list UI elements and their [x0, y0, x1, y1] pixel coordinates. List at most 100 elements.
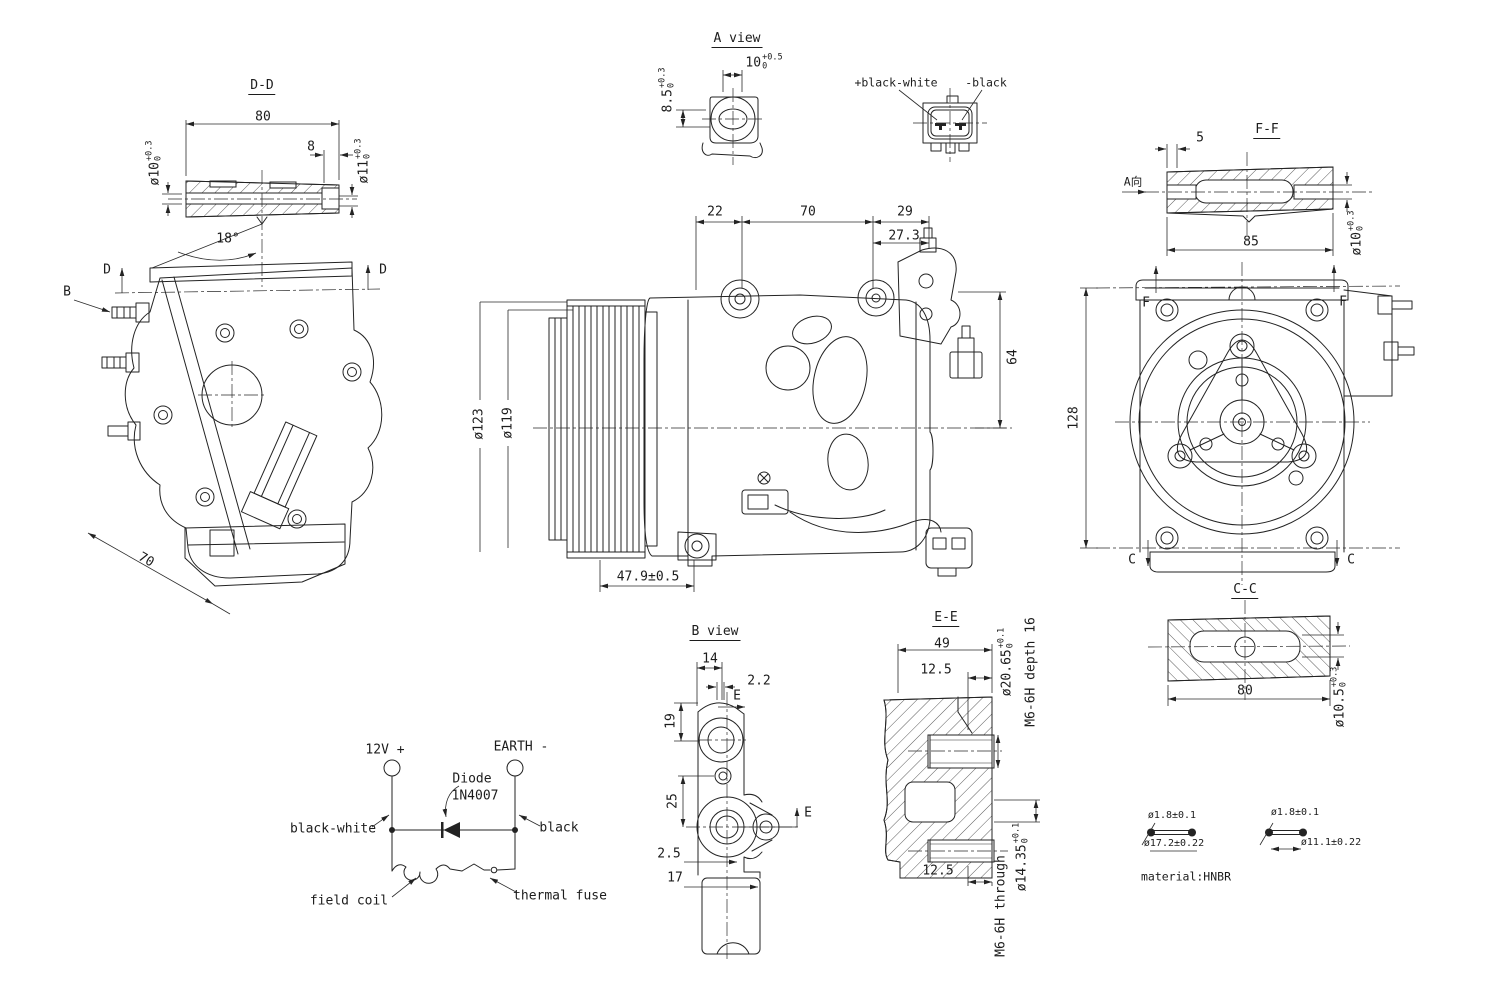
view-title-b: B view	[689, 624, 741, 641]
section-title-ee: E-E	[932, 610, 960, 627]
section-title-dd: D-D	[248, 78, 276, 95]
section-cc	[1147, 600, 1351, 706]
wiring-schematic	[371, 759, 541, 898]
view-arrow-f-left: F	[1142, 295, 1150, 311]
tol-sub: 0	[667, 82, 677, 88]
view-a	[676, 70, 764, 165]
oring1-inner-dia: ø17.2±0.22	[1143, 838, 1205, 849]
dim-bview-17: 17	[667, 870, 683, 886]
tol-sub: 0	[762, 62, 768, 72]
tol-base: ø10.5	[1332, 688, 1348, 728]
view-side	[479, 216, 1012, 592]
section-title-ff: F-F	[1253, 122, 1281, 139]
dim-ee-125-bottom: 12.5	[922, 863, 954, 879]
oring1-cross-section: ø1.8±0.1	[1147, 810, 1197, 821]
tol-base: 8.5	[660, 89, 676, 113]
oring-specs	[1141, 822, 1307, 852]
view-arrow-f-right: F	[1339, 294, 1347, 310]
connector-pin-negative-label: -black	[965, 75, 1007, 90]
dim-side-273: 27.3	[888, 228, 920, 244]
tol-base: ø14.35	[1014, 844, 1030, 892]
schematic-blackwhite-label: black-white	[289, 821, 377, 837]
dim-side-70: 70	[800, 204, 816, 220]
view-arrow-d-left: D	[103, 262, 111, 278]
dim-dd-8: 8	[307, 139, 315, 155]
dim-cc-80: 80	[1237, 683, 1253, 699]
tol-base: ø10	[147, 162, 163, 186]
dim-ee-m6-through: M6-6H through	[993, 855, 1009, 957]
tol-sub: 0	[1356, 225, 1366, 231]
schematic-12v-label: 12V +	[365, 742, 405, 758]
dim-front-128: 128	[1066, 406, 1082, 430]
dim-side-479: 47.9±0.5	[616, 569, 680, 585]
schematic-fieldcoil-label: field coil	[309, 893, 389, 909]
view-arrow-c-right: C	[1347, 552, 1355, 568]
material-note: material:HNBR	[1140, 869, 1232, 884]
dim-side-dia123: ø123	[471, 408, 487, 440]
dim-ff-5: 5	[1196, 130, 1204, 146]
schematic-diode-part-label: 1N4007	[451, 788, 499, 804]
view-title-a: A view	[711, 31, 763, 48]
connector-pin-positive-label: +black-white	[854, 75, 938, 90]
dim-bview-22: 2.2	[747, 673, 771, 689]
dim-bview-25b: 2.5	[657, 846, 681, 862]
tol-base: ø10	[1349, 232, 1365, 256]
oring2-cross-section: ø1.8±0.1	[1270, 807, 1320, 818]
dim-dd-80: 80	[255, 109, 271, 125]
tol-sub: 0	[154, 155, 164, 161]
tol-sub: 0	[1339, 682, 1349, 688]
tol-base: 10	[745, 55, 762, 71]
dim-bview-25: 25	[665, 793, 681, 809]
dim-dd-angle: 18°	[216, 231, 240, 247]
tol-sub: 0	[1006, 643, 1016, 649]
view-front	[1080, 262, 1415, 585]
tol-sup: +0.5	[762, 52, 783, 63]
view-arrow-d-right: D	[379, 262, 387, 278]
view-arrow-c-left: C	[1128, 552, 1136, 568]
schematic-thermalfuse-label: thermal fuse	[513, 888, 607, 904]
tol-sub: 0	[363, 153, 373, 159]
view-arrow-e-bottom: E	[804, 805, 812, 821]
dim-ee-125-top: 12.5	[920, 662, 952, 678]
dim-side-dia119: ø119	[500, 407, 516, 439]
tol-sub: 0	[1021, 838, 1031, 844]
oring2-inner-dia: ø11.1±0.22	[1300, 837, 1362, 848]
dim-ee-m6-depth: M6-6H depth 16	[1023, 617, 1039, 727]
dim-bview-19: 19	[663, 713, 679, 729]
section-title-cc: C-C	[1231, 582, 1259, 599]
section-ff	[1122, 144, 1372, 256]
section-ee	[883, 644, 1040, 886]
dim-ff-85: 85	[1243, 234, 1259, 250]
view-arrow-b: B	[63, 284, 71, 300]
dim-side-22: 22	[707, 204, 723, 220]
schematic-diode-label: Diode	[452, 771, 492, 787]
tol-base: ø20.65	[999, 649, 1015, 697]
view-connector	[898, 88, 987, 162]
tol-base: ø11	[356, 160, 372, 184]
schematic-black-label: black	[539, 820, 579, 836]
dim-side-64: 64	[1005, 349, 1021, 365]
dim-side-29: 29	[897, 204, 913, 220]
section-dd	[151, 120, 358, 287]
view-rear	[73, 261, 383, 615]
schematic-earth-label: EARTH -	[493, 739, 549, 755]
view-b	[674, 662, 800, 962]
dim-bview-14: 14	[702, 651, 718, 667]
